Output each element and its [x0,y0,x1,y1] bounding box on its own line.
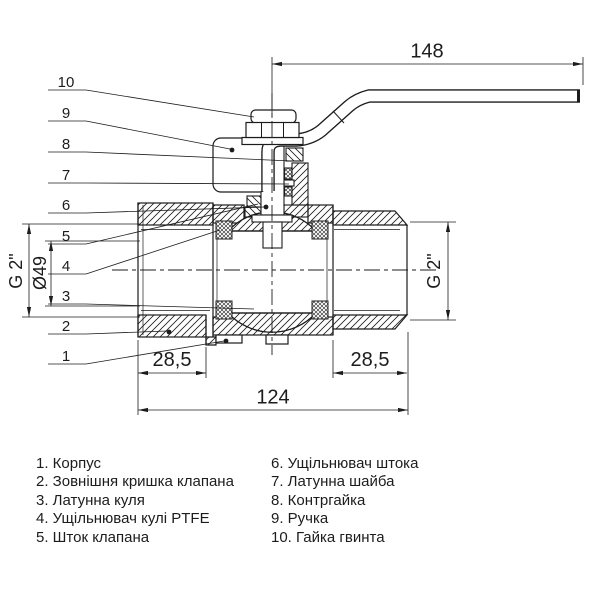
legend-item-1: 1. Корпус [36,455,102,472]
legend-item-3: 3. Латунна куля [36,491,145,509]
legend-column-left: 1. Корпус 2. Зовнішня кришка клапана 3. … [36,455,234,547]
legend-item-7: 7. Латунна шайба [271,473,395,491]
callout-4: 4 [48,229,221,275]
leader-dot [263,204,269,210]
nut-washer [241,136,304,146]
callout-3: 3 [48,288,255,310]
leader-dot [223,338,229,344]
leader-dot [229,147,235,153]
dim-total-length: 124 [137,332,409,415]
legend-item-10: 10. Гайка гвинта [271,528,385,546]
callout-5: 5 [48,203,259,245]
stem-seal-lower [283,186,293,197]
dim-left-end: 28,5 [138,347,207,378]
callout-10: 10 [48,74,255,118]
callout-2: 2 [48,318,172,335]
callout-8-label: 8 [62,136,70,153]
dim-28-5-right-label: 28,5 [351,349,390,371]
callout-9: 9 [48,105,235,153]
arrowhead [445,222,451,232]
left-gland-piece [246,195,262,208]
dim-148-label: 148 [410,41,443,63]
arrowhead [26,307,32,317]
dim-d49-label: Ø49 [30,256,50,290]
dim-right-end: 28,5 [332,340,407,378]
callout-9-label: 9 [62,105,70,122]
arrowhead [48,241,54,251]
stem-tongue [262,221,283,249]
handle-bar-outline [261,89,580,191]
handle-bar-fill [262,90,577,191]
callout-6-label: 6 [62,197,70,214]
arrowhead [138,370,148,376]
arrowhead [445,310,451,320]
arrowhead [26,224,32,234]
dim-bore-diameter: Ø49 [30,240,140,307]
callout-3-label: 3 [62,288,70,305]
nut-crown [250,109,297,124]
arrowhead [272,61,282,67]
brass-washer [283,179,295,187]
dim-g2-right-label: G 2" [424,253,444,288]
callout-7: 7 [48,167,290,185]
centerlines [112,93,436,355]
arrowhead [397,370,407,376]
legend-item-6: 6. Ущільнювач штока [271,455,419,472]
arrowhead [196,370,206,376]
arrowhead [138,407,148,413]
stem-seal-upper [283,167,293,180]
callout-1: 1 [48,338,229,365]
callouts: 10 9 8 7 6 5 4 3 [48,74,293,365]
legend-column-right: 6. Ущільнювач штока 7. Латунна шайба 8. … [271,455,418,547]
legend-item-2: 2. Зовнішня кришка клапана [36,473,234,491]
callout-7-label: 7 [62,167,70,184]
legend-item-4: 4. Ущільнювач кулі PTFE [36,510,210,528]
callout-5-label: 5 [62,228,70,245]
callout-8: 8 [48,136,293,162]
callout-2-label: 2 [62,318,70,335]
dim-28-5-left-label: 28,5 [153,349,192,371]
dim-handle-length: 148 [271,41,584,118]
handle-bend-line [332,110,345,124]
stem-nut [241,109,304,146]
lock-nut [285,147,304,162]
callout-4-label: 4 [62,258,70,275]
callout-1-label: 1 [62,348,70,365]
arrowhead [573,61,583,67]
dim-left-thread: G 2" [6,223,140,318]
dim-g2-left-label: G 2" [6,253,26,288]
arrowhead [48,296,54,306]
ball-seats-ptfe [215,220,329,320]
right-end [332,210,409,330]
nut-hex [245,121,300,139]
callout-10-label: 10 [58,74,75,91]
legend-item-5: 5. Шток клапана [36,528,150,546]
arrowhead [333,370,343,376]
dim-right-thread: G 2" [410,221,456,321]
dim-124-label: 124 [256,387,289,409]
left-end-cap [137,202,217,346]
legend-item-9: 9. Ручка [271,510,329,528]
callout-6: 6 [48,197,269,214]
arrowhead [398,407,408,413]
leader-dot [166,329,172,335]
legend-item-8: 8. Контргайка [271,491,366,509]
dimensions: 148 124 28,5 28,5 [6,41,584,415]
